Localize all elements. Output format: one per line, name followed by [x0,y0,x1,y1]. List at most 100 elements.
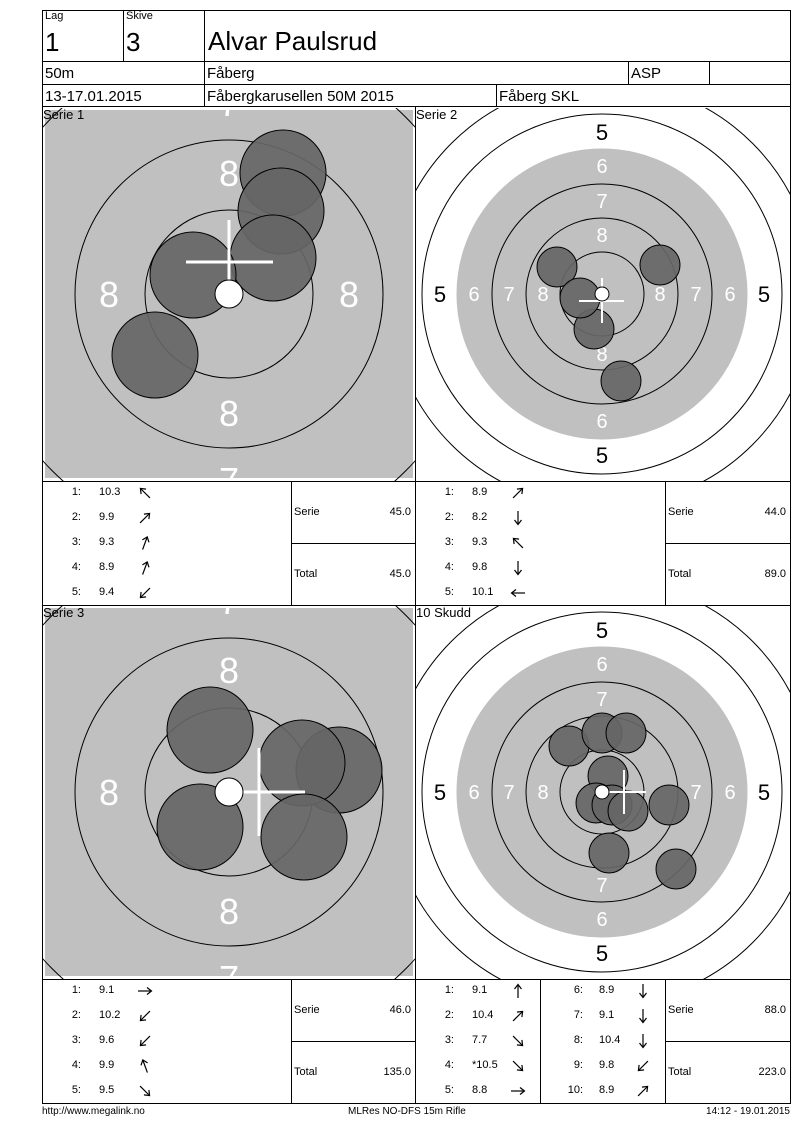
shot-hole [607,790,649,832]
shot-number: 5: [71,1084,81,1096]
lag-value: 1 [45,27,60,57]
shot-number: 4: [444,1059,454,1071]
ring-label-bottom: 8 [219,891,239,932]
summary-10-skudd: Serie 88.0 Total 223.0 [665,980,791,1104]
panel-serie-1: Serie 1 8 8 8 8 7 7 [43,108,415,481]
total-value: 223.0 [758,1066,786,1078]
shot-hole [111,311,199,399]
class: ASP [631,65,662,82]
shot-row: 3:9.3 [416,536,540,556]
target-serie-3: 8 8 8 7 7 [43,606,415,979]
competition: Fåbergkarusellen 50M 2015 [207,88,394,105]
shot-row: 1:8.9 [416,486,540,506]
shot-number: 2: [71,1009,81,1021]
club-cell: Fåberg [205,62,629,84]
shot-row: 4:8.9 [43,560,167,581]
shot-row: 8:10.4 [541,1034,665,1054]
total-value: 89.0 [764,568,786,580]
shot-hole [260,793,348,881]
serie-label: Serie [294,1004,320,1016]
shooter-name-cell: Alvar Paulsrud [205,11,791,61]
shot-row: 5: 9.5 [43,1084,167,1104]
panel-title: Serie 2 [416,108,458,122]
panel-title: 10 Skudd [416,606,471,620]
shot-value: 8.9 [472,486,488,498]
svg-text:8: 8 [537,782,548,804]
shot-value: 9.6 [99,1034,115,1046]
shot-row: 5:8.8 [416,1084,540,1104]
shot-number: 4: [71,1059,81,1071]
class-extra-cell [710,62,791,84]
summary-serie-3: Serie 46.0 Total 135.0 [291,980,416,1104]
serie-value: 46.0 [389,1004,411,1016]
shot-number: 9: [573,1059,583,1071]
panel-serie-3: Serie 3 8 8 8 7 7 [43,606,415,979]
panel-title: Serie 1 [43,108,85,122]
svg-text:6: 6 [596,909,607,931]
shot-row: 2: 8.2 [416,511,540,531]
shot-value: 7.7 [472,1034,488,1046]
shot-number: 10: [567,1084,583,1096]
svg-text:5: 5 [596,941,608,966]
total-label: Total [294,568,318,580]
serie-label: Serie [668,506,694,518]
shot-value: 8.8 [472,1084,488,1096]
organizer-cell: Fåberg SKL [497,85,791,107]
shot-hole [166,686,254,774]
serie-label: Serie [294,506,320,518]
shot-row: 5:10.1 [416,586,540,606]
shot-list-serie-2: 1:8.9 2: 8.2 3:9.3 4:9.8 5:10.1 [416,482,664,605]
shot-row: 2:10.4 [416,1009,540,1029]
ring5-right: 5 [758,282,770,307]
shot-hole [229,214,317,302]
svg-text:7: 7 [690,284,701,306]
shot-number: 1: [71,486,81,498]
svg-text:6: 6 [596,654,607,676]
shot-row: 4:9.8 [416,561,540,581]
shot-hole [536,246,578,288]
shot-number: 3: [444,1034,454,1046]
shot-number: 2: [71,511,81,523]
shot-hole [605,712,647,754]
panel-title: Serie 3 [43,606,85,620]
total-label: Total [668,1066,692,1078]
ring-label-outer-bottom: 7 [219,958,239,979]
svg-text:6: 6 [596,411,607,433]
footer-software: MLRes NO-DFS 15m Rifle [348,1106,466,1117]
ring-label-left: 8 [99,274,119,315]
header-table: Lag 1 Skive 3 Alvar Paulsrud 50m Fåberg … [42,10,791,107]
shot-value: 8.2 [472,511,488,523]
shot-value: 8.9 [599,984,615,996]
shot-value: 9.1 [599,1009,615,1021]
shot-row: 3:9.3 [43,535,167,556]
shot-number: 7: [573,1009,583,1021]
shot-hole [156,783,244,871]
serie-value: 45.0 [389,506,411,518]
svg-text:7: 7 [596,191,607,213]
serie-value: 44.0 [764,506,786,518]
ring5-top: 5 [596,120,608,145]
svg-text:5: 5 [758,780,770,805]
shot-value: 10.3 [99,486,121,498]
shot-hole [639,244,681,286]
svg-text:6: 6 [596,156,607,178]
serie-label: Serie [668,1004,694,1016]
shot-number: 6: [573,984,583,996]
skive-value: 3 [126,27,141,57]
shot-value: *10.5 [472,1059,498,1071]
shot-number: 3: [71,1034,81,1046]
shot-number: 2: [444,511,454,523]
shot-value: 9.5 [99,1084,115,1096]
svg-text:7: 7 [596,689,607,711]
organizer: Fåberg SKL [499,88,580,105]
ring-label-outer-bottom: 7 [219,460,239,481]
distance: 50m [45,65,75,82]
total-label: Total [668,568,692,580]
svg-text:7: 7 [690,782,701,804]
shot-row: 10:8.9 [541,1084,665,1104]
footer-url[interactable]: http://www.megalink.no [42,1106,145,1117]
